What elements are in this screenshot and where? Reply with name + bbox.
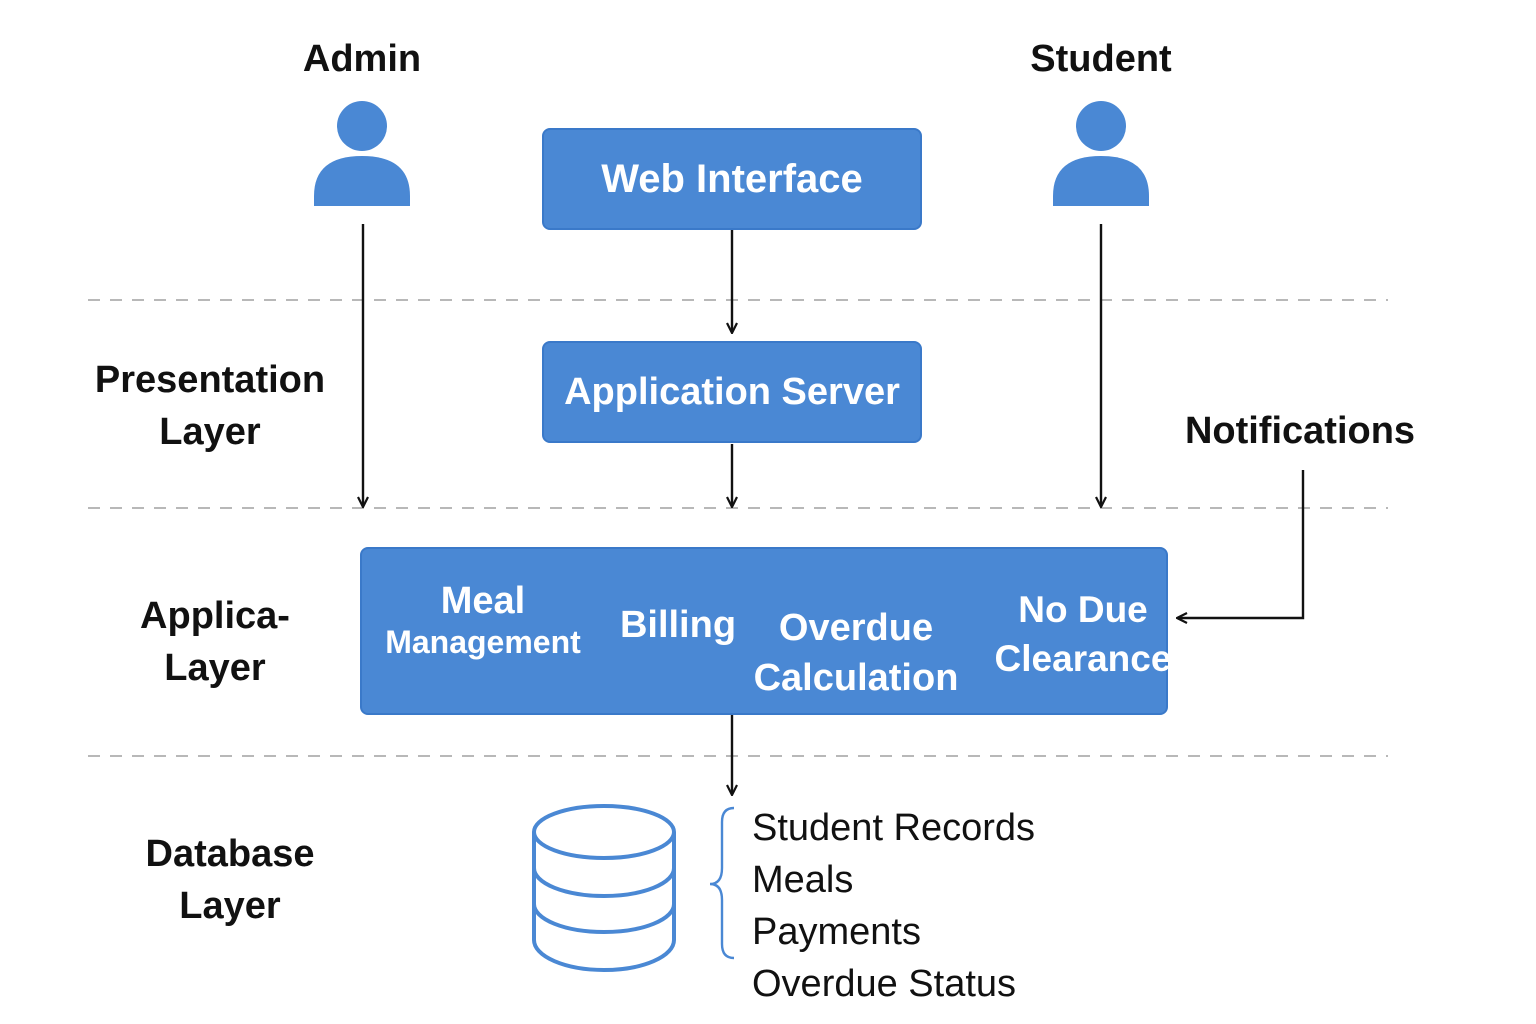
billing-module: Billing xyxy=(608,603,748,647)
no-due-clearance-line2: Clearance xyxy=(994,638,1172,679)
meal-management-module: Meal Management xyxy=(368,579,598,661)
database-item: Meals xyxy=(752,859,854,901)
database-layer-line2: Layer xyxy=(179,885,281,927)
overdue-calculation-line1: Overdue xyxy=(778,607,934,649)
application-layer-line2: Layer xyxy=(164,647,266,689)
database-item: Overdue Status xyxy=(752,963,1017,1005)
database-items-list: Student Records Meals Payments Overdue S… xyxy=(752,802,1035,1010)
application-layer-box: Meal Management Billing Overdue Calculat… xyxy=(360,547,1171,715)
database-icon xyxy=(532,804,676,972)
database-items-brace xyxy=(709,806,735,960)
notifications-label: Notifications xyxy=(1184,410,1416,452)
no-due-clearance-line1: No Due xyxy=(1018,589,1148,630)
web-interface-box: Web Interface xyxy=(542,128,922,230)
database-item: Payments xyxy=(752,911,921,953)
database-item: Student Records xyxy=(752,807,1036,849)
admin-label: Admin xyxy=(302,38,422,80)
application-server-box: Application Server xyxy=(542,341,922,443)
meal-management-line1: Meal xyxy=(440,580,526,622)
student-user-icon xyxy=(1053,101,1149,206)
application-server-label: Application Server xyxy=(564,370,900,413)
web-interface-label: Web Interface xyxy=(601,156,863,201)
meal-management-line2: Management xyxy=(385,624,581,660)
application-layer-line1: Applica- xyxy=(140,595,290,637)
student-label: Student xyxy=(1030,38,1172,80)
presentation-layer-line2: Layer xyxy=(159,411,261,453)
arrow-notifications-to-application xyxy=(1178,470,1305,618)
presentation-layer-line1: Presentation xyxy=(94,359,326,401)
overdue-calculation-module: Overdue Calculation xyxy=(746,603,966,703)
database-layer-label: Database Layer xyxy=(100,828,360,932)
presentation-layer-label: Presentation Layer xyxy=(70,354,350,458)
no-due-clearance-module: No Due Clearance xyxy=(980,585,1186,683)
billing-line1: Billing xyxy=(619,604,737,646)
application-layer-label: Applica- Layer xyxy=(90,590,340,694)
overdue-calculation-line2: Calculation xyxy=(753,657,959,699)
admin-user-icon xyxy=(314,101,410,206)
database-layer-line1: Database xyxy=(145,833,315,875)
